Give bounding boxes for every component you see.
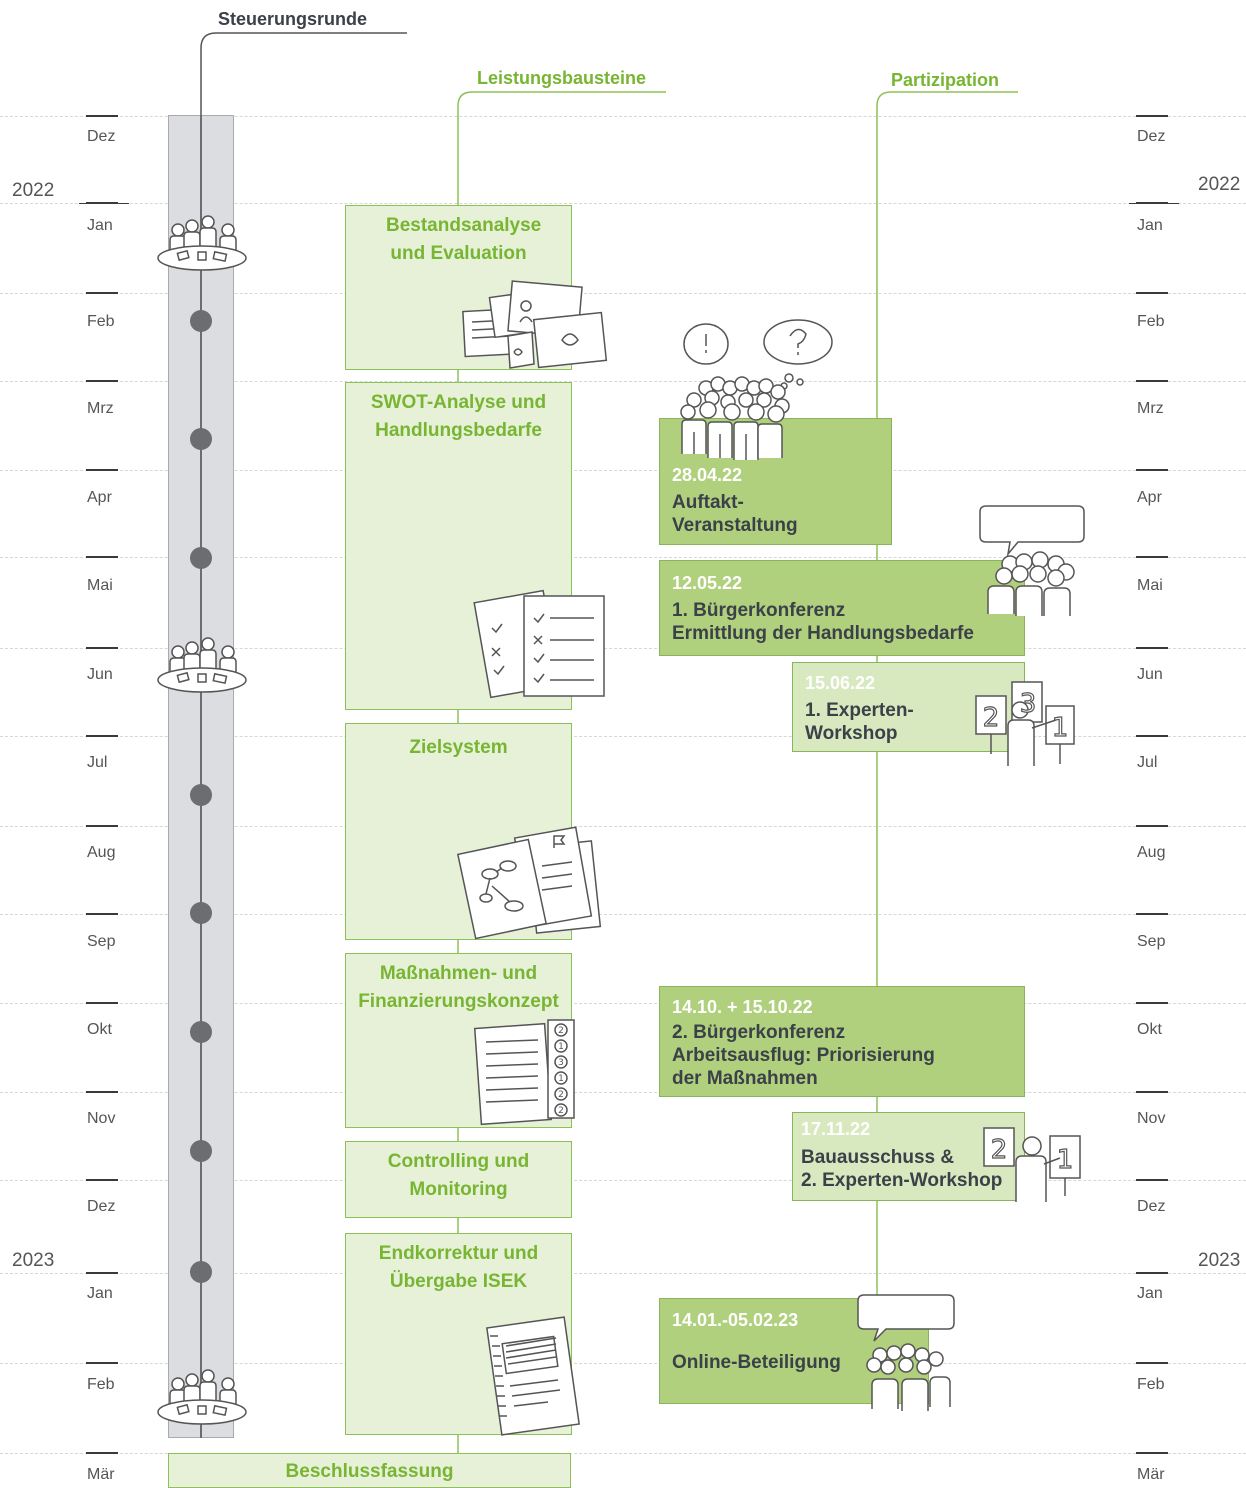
event-date: 28.04.22 [672,465,743,485]
header-partizipation: Partizipation [891,70,1000,90]
meeting-table-icon [157,1369,247,1425]
month-label: Mär [87,1466,115,1483]
notebook-icon [486,1316,580,1436]
svg-text:2: 2 [983,703,1000,733]
meeting-dot [190,1021,212,1043]
month-label: Apr [87,489,112,506]
event-name: Online-Beteiligung [672,1352,841,1373]
baustein-label: Controlling und Monitoring [387,1151,530,1200]
year-label-2022-right: 2022 [1198,174,1241,195]
event-name: Auftakt- Veranstaltung [672,492,798,536]
crowd-icon [680,319,833,460]
meeting-dot [190,547,212,569]
meeting-dot [190,1261,212,1283]
priority-list-icon: 2 1 3 1 2 2 [473,1019,575,1126]
month-label: Feb [87,313,115,330]
event-date: 14.10. + 15.10.22 [672,997,813,1017]
month-label: Jul [87,754,108,771]
month-label: Nov [87,1110,116,1127]
month-label: Jan [1137,217,1163,234]
month-label: Okt [1137,1021,1162,1038]
documents-icon [462,280,608,369]
event-date: 14.01.-05.02.23 [672,1310,799,1330]
speech-bubble-icon [979,505,1085,616]
month-label: Dez [87,1198,116,1215]
svg-text:3: 3 [558,1058,564,1068]
month-label: Jul [1137,754,1158,771]
event-name: 2. Bürgerkonferenz Arbeitsausflug: Prior… [672,1022,935,1089]
baustein-label: Endkorrektur und Übergabe ISEK [378,1243,539,1292]
baustein-label: Maßnahmen- und Finanzierungskonzept [358,963,559,1012]
month-label: Mai [87,577,113,594]
svg-text:1: 1 [1052,713,1069,743]
mindmap-icon [456,826,602,940]
svg-text:2: 2 [558,1090,564,1100]
year-label-2023-left: 2023 [12,1250,55,1271]
svg-text:2: 2 [558,1026,564,1036]
meeting-dot [190,428,212,450]
month-label: Feb [1137,1376,1165,1393]
baustein-beschlussfassung: Beschlussfassung [168,1453,571,1488]
month-label: Aug [1137,844,1166,861]
event-name: Bauausschuss & 2. Experten-Workshop [801,1147,1003,1191]
month-label: Mrz [1137,400,1164,417]
event-buergerkonferenz-2: 14.10. + 15.10.22 2. Bürgerkonferenz Arb… [659,986,1025,1097]
svg-text:1: 1 [558,1074,564,1084]
month-label: Nov [1137,1110,1166,1127]
header-steuerungsrunde: Steuerungsrunde [218,9,368,29]
header-leistungsbausteine: Leistungsbausteine [477,68,647,88]
month-label: Aug [87,844,116,861]
month-label: Apr [1137,489,1162,506]
month-label: Jun [1137,666,1163,683]
event-date: 17.11.22 [801,1119,871,1139]
month-label: Jan [87,1285,113,1302]
month-label: Jan [87,217,113,234]
meeting-table-icon [157,637,247,693]
event-name: 1. Experten- Workshop [805,700,914,744]
event-date: 15.06.22 [805,673,876,693]
meeting-dot [190,1140,212,1162]
year-label-2022-left: 2022 [12,180,55,201]
event-buergerkonferenz-1: 12.05.22 1. Bürgerkonferenz Ermittlung d… [659,560,1025,656]
month-label: Mrz [87,400,114,417]
speech-bubble-icon [857,1294,955,1411]
checklist-icon [473,589,605,699]
month-label: Sep [87,933,116,950]
svg-text:3: 3 [1020,689,1037,719]
month-label: Dez [87,128,116,145]
baustein-label: SWOT-Analyse und Handlungsbedarfe [370,392,547,441]
year-label-2023-right: 2023 [1198,1250,1241,1271]
month-label: Jan [1137,1285,1163,1302]
meeting-table-icon [157,215,247,271]
svg-text:2: 2 [991,1135,1008,1165]
month-label: Dez [1137,1198,1166,1215]
baustein-label: Zielsystem [409,737,508,758]
month-label: Mai [1137,577,1163,594]
meeting-dot [190,902,212,924]
meeting-dot [190,310,212,332]
meeting-dot [190,784,212,806]
month-label: Feb [1137,313,1165,330]
month-label: Sep [1137,933,1166,950]
month-label: Dez [1137,128,1166,145]
event-name: 1. Bürgerkonferenz Ermittlung der Handlu… [672,600,974,644]
month-label: Jun [87,666,113,683]
baustein-label: Bestandsanalyse und Evaluation [386,215,542,264]
svg-text:1: 1 [1057,1145,1074,1175]
month-label: Okt [87,1021,112,1038]
month-label: Mär [1137,1466,1165,1483]
baustein-label: Beschlussfassung [285,1461,454,1482]
svg-text:2: 2 [558,1106,564,1116]
event-date: 12.05.22 [672,573,743,593]
baustein-controlling: Controlling und Monitoring [345,1141,572,1218]
svg-text:1: 1 [558,1042,564,1052]
month-label: Feb [87,1376,115,1393]
